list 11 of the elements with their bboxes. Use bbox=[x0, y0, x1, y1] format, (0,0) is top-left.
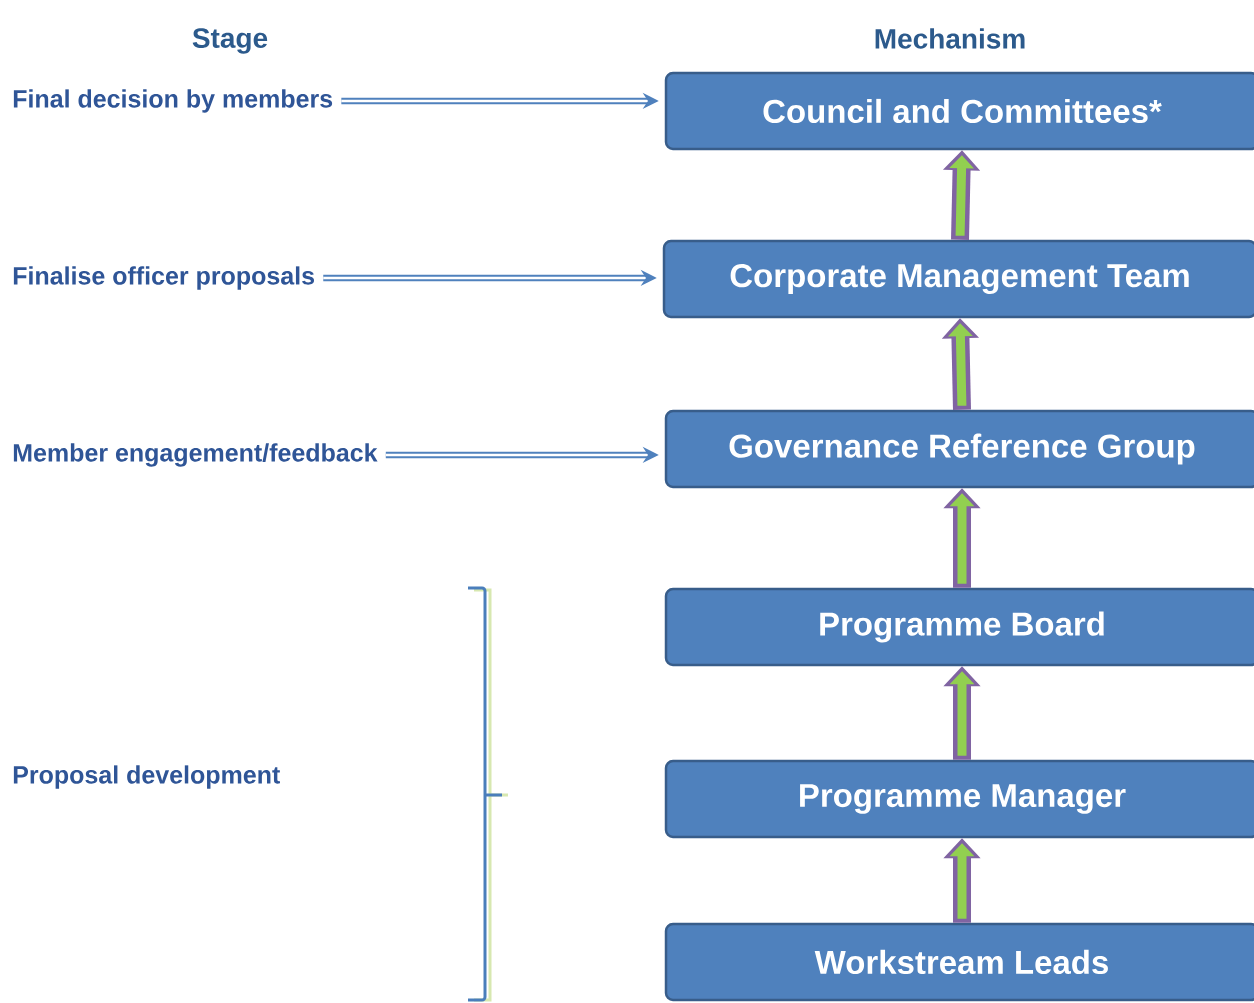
stage-text: Finalise officer proposals bbox=[13, 266, 315, 290]
mechanism-box: Governance Reference Group bbox=[664, 409, 1254, 489]
stage-label: Proposal development bbox=[13, 765, 280, 789]
mechanism-box: Council and Committees* bbox=[664, 71, 1254, 151]
stage-text: Member engagement/feedback bbox=[13, 443, 378, 467]
mechanism-box: Corporate Management Team bbox=[662, 239, 1254, 319]
mechanism-box: Workstream Leads bbox=[664, 922, 1254, 1002]
mechanism-box: Programme Board bbox=[664, 587, 1254, 667]
column-heading: Stage bbox=[192, 28, 268, 54]
mechanism-box: Programme Manager bbox=[664, 759, 1254, 839]
stage-text: Final decision by members bbox=[13, 89, 333, 113]
